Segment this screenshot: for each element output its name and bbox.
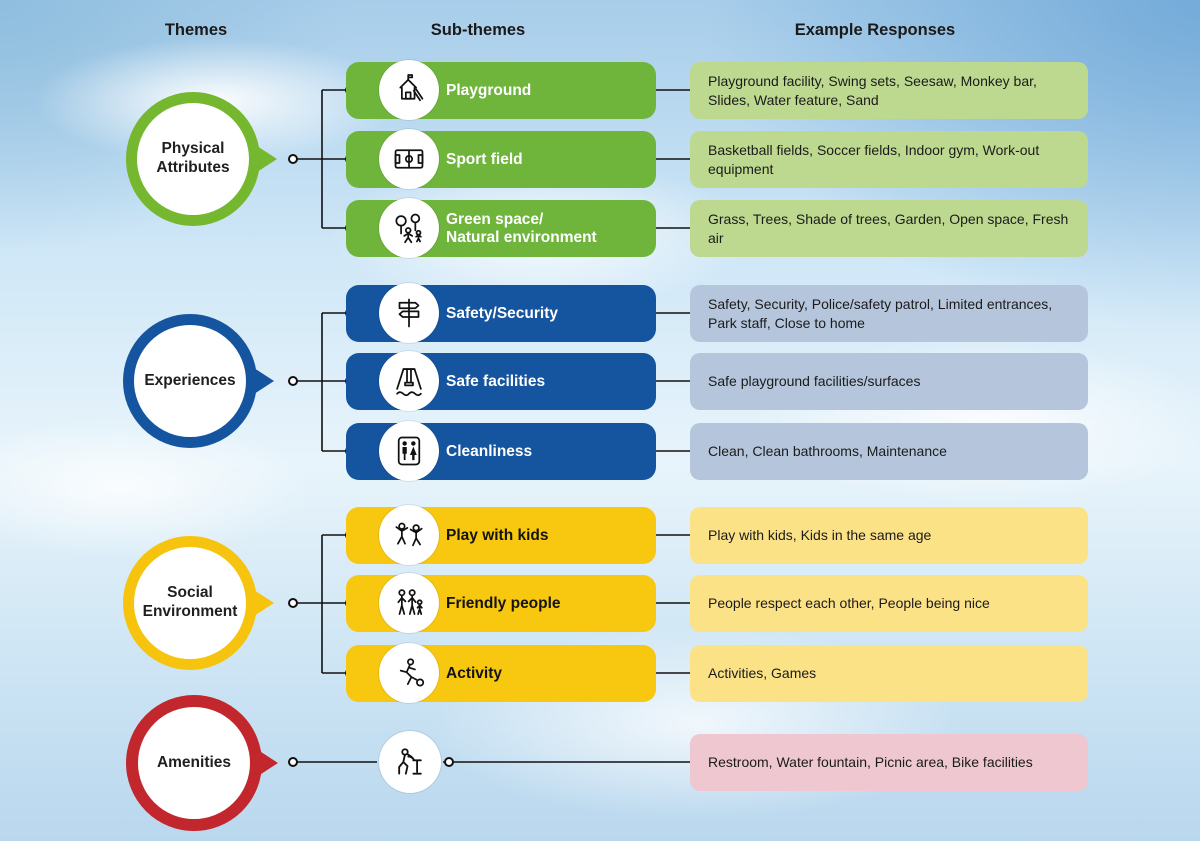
- green-space-icon: [379, 198, 439, 258]
- response-box-activity: Activities, Games: [690, 645, 1088, 702]
- response-box-play-with-kids: Play with kids, Kids in the same age: [690, 507, 1088, 564]
- subtheme-pill-cleanliness: Cleanliness: [346, 421, 656, 481]
- response-text: Safety, Security, Police/safety patrol, …: [708, 295, 1053, 331]
- response-box-playground: Playground facility, Swing sets, Seesaw,…: [690, 62, 1088, 119]
- subtheme-label: Safety/Security: [446, 304, 558, 322]
- pointer-triangle: [257, 146, 277, 172]
- subtheme-pill-safe-facilities: Safe facilities: [346, 351, 656, 411]
- response-text: Basketball fields, Soccer fields, Indoor…: [708, 141, 1040, 177]
- response-text: People respect each other, People being …: [708, 595, 990, 612]
- column-header-example-responses: Example Responses: [794, 21, 956, 39]
- kids-playing-icon: [379, 505, 439, 565]
- subtheme-pill-friendly-people: Friendly people: [346, 573, 656, 633]
- sport-field-icon: [379, 129, 439, 189]
- subtheme-pill-play-with-kids: Play with kids: [346, 505, 656, 565]
- subtheme-pill-sport-field: Sport field: [346, 129, 656, 189]
- theme-circle-amenities: Amenities: [126, 695, 278, 831]
- theme-circle-experiences: Experiences: [123, 314, 274, 448]
- response-box-amenities: Restroom, Water fountain, Picnic area, B…: [690, 734, 1088, 791]
- column-header-themes: Themes: [164, 21, 228, 39]
- subtheme-pill-playground: Playground: [346, 60, 656, 120]
- pointer-triangle: [258, 750, 278, 776]
- drinking-fountain-icon: [379, 731, 441, 793]
- response-box-safe-facilities: Safe playground facilities/surfaces: [690, 353, 1088, 410]
- response-box-safety-security: Safety, Security, Police/safety patrol, …: [690, 285, 1088, 342]
- family-icon: [379, 573, 439, 633]
- theme-label: Physical Attributes: [156, 140, 230, 176]
- column-header-subthemes: Sub-themes: [430, 21, 526, 39]
- response-text: Play with kids, Kids in the same age: [708, 527, 932, 544]
- theme-label: Experiences: [144, 371, 236, 389]
- response-text: Playground facility, Swing sets, Seesaw,…: [708, 72, 1037, 108]
- response-box-friendly-people: People respect each other, People being …: [690, 575, 1088, 632]
- subtheme-label: Play with kids: [446, 526, 549, 544]
- response-text: Grass, Trees, Shade of trees, Garden, Op…: [708, 210, 1069, 246]
- swing-icon: [379, 351, 439, 411]
- theme-label: Amenities: [156, 753, 232, 771]
- response-box-green-space: Grass, Trees, Shade of trees, Garden, Op…: [690, 200, 1088, 257]
- response-text: Safe playground facilities/surfaces: [708, 373, 921, 390]
- response-box-sport-field: Basketball fields, Soccer fields, Indoor…: [690, 131, 1088, 188]
- subtheme-label: Activity: [446, 664, 502, 682]
- playground-icon: [379, 60, 439, 120]
- subtheme-label: Playground: [446, 81, 532, 99]
- response-box-cleanliness: Clean, Clean bathrooms, Maintenance: [690, 423, 1088, 480]
- subtheme-label: Friendly people: [446, 594, 561, 612]
- subtheme-label: Safe facilities: [446, 372, 546, 390]
- subtheme-label: Green space/ Natural environment: [446, 210, 597, 246]
- pointer-triangle: [254, 590, 274, 616]
- subtheme-label: Sport field: [446, 150, 523, 168]
- signpost-icon: [379, 283, 439, 343]
- restroom-icon: [379, 421, 439, 481]
- response-text: Activities, Games: [708, 665, 817, 682]
- pointer-triangle: [254, 368, 274, 394]
- response-text: Clean, Clean bathrooms, Maintenance: [708, 443, 947, 460]
- theme-circle-social-environment: Social Environment: [123, 536, 274, 670]
- subtheme-pill-activity: Activity: [346, 643, 656, 703]
- subtheme-label: Cleanliness: [446, 442, 533, 460]
- theme-circle-physical-attributes: Physical Attributes: [126, 92, 277, 226]
- running-activity-icon: [379, 643, 439, 703]
- theme-label: Social Environment: [142, 584, 238, 620]
- subtheme-pill-safety-security: Safety/Security: [346, 283, 656, 343]
- response-text: Restroom, Water fountain, Picnic area, B…: [708, 754, 1033, 771]
- subtheme-pill-green-space: Green space/ Natural environment: [346, 198, 656, 258]
